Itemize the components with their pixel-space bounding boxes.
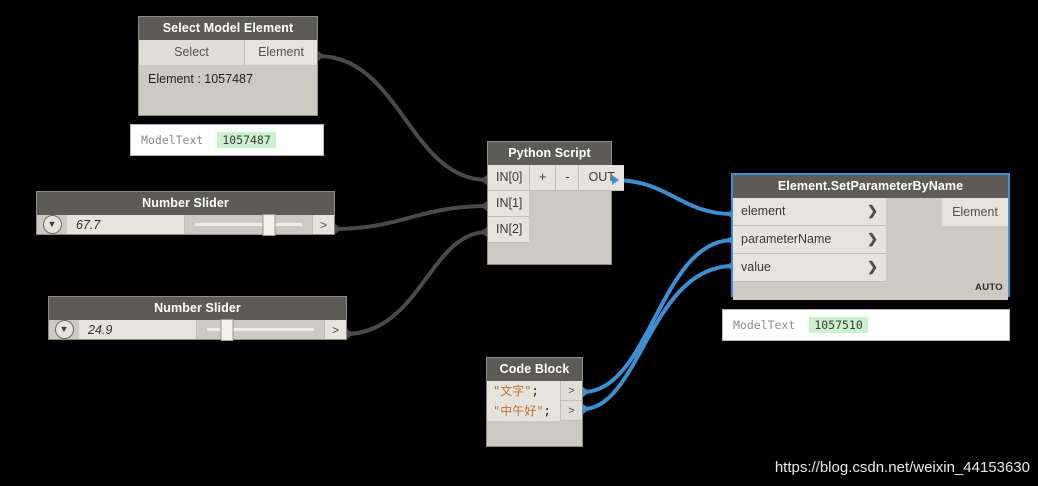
code-string-literal: "文字" — [493, 384, 532, 398]
node-number-slider-bottom[interactable]: Number Slider ▼ 24.9 > — [48, 296, 347, 341]
port-marker-parametername-in — [726, 235, 733, 245]
code-block-line-1[interactable]: "文字"; — [487, 381, 560, 401]
port-marker-in1 — [480, 201, 487, 211]
slider-output-port[interactable]: > — [312, 215, 334, 234]
node-body-fill — [529, 191, 611, 217]
code-block-line-2[interactable]: "中午好"; — [487, 401, 560, 421]
chevron-down-icon: ▼ — [42, 215, 62, 234]
slider-track-line — [195, 223, 302, 226]
node-title: Python Script — [488, 142, 611, 165]
port-marker-codeblock-out-1 — [583, 387, 590, 397]
preview-bubble-set-parameter: ModelText 1057510 — [722, 309, 1010, 341]
node-body-fill — [733, 282, 1008, 300]
code-punctuation: ; — [543, 403, 551, 418]
slider-value-input[interactable]: 67.7 — [67, 215, 185, 234]
remove-input-button[interactable]: - — [555, 165, 579, 191]
slider-thumb[interactable] — [262, 213, 276, 236]
node-body-fill — [886, 254, 1008, 282]
chevron-right-icon: ❯ — [867, 203, 878, 218]
slider-thumb[interactable] — [220, 318, 234, 341]
input-port-element[interactable]: element ❯ — [733, 198, 886, 226]
node-body-fill — [529, 217, 611, 243]
code-block-output-port-1[interactable]: > — [560, 381, 582, 401]
node-body-fill — [487, 421, 582, 446]
node-title: Select Model Element — [139, 17, 317, 40]
port-marker-slider-top-out — [335, 224, 342, 234]
input-port-value[interactable]: value ❯ — [733, 254, 886, 282]
slider-output-port[interactable]: > — [324, 320, 346, 339]
wire-codeblock-line2-to-value — [582, 264, 734, 411]
select-button[interactable]: Select — [139, 40, 245, 65]
node-element-set-parameter-by-name[interactable]: Element.SetParameterByName element ❯ Ele… — [731, 173, 1010, 300]
preview-bubble-select-model-element: ModelText 1057487 — [130, 124, 324, 156]
wire-element-to-in0 — [317, 54, 488, 182]
port-marker-codeblock-out-2 — [583, 404, 590, 414]
chevron-right-icon: ❯ — [867, 231, 878, 246]
slider-track[interactable] — [185, 213, 312, 236]
slider-value-input[interactable]: 24.9 — [79, 320, 197, 339]
input-port-parametername[interactable]: parameterName ❯ — [733, 226, 886, 254]
watermark-url: https://blog.csdn.net/weixin_44153630 — [774, 459, 1030, 476]
node-title: Code Block — [487, 358, 582, 381]
preview-value: 1057487 — [217, 132, 276, 148]
node-title: Number Slider — [37, 192, 334, 215]
node-body-fill — [886, 226, 1008, 254]
input-port-label: element — [741, 204, 786, 218]
preview-label: ModelText — [141, 133, 204, 147]
wire-slider-top-to-in1 — [334, 204, 488, 231]
port-marker-out — [612, 175, 619, 185]
node-body-fill — [886, 198, 942, 226]
port-marker-value-in — [726, 261, 733, 271]
port-marker-element-out — [318, 51, 325, 61]
node-code-block[interactable]: Code Block "文字"; > "中午好"; > — [486, 357, 583, 447]
preview-value: 1057510 — [809, 317, 868, 333]
node-body-text: Element : 1057487 — [148, 72, 253, 86]
node-title: Number Slider — [49, 297, 346, 320]
input-port-label: value — [741, 260, 771, 274]
input-port-in1[interactable]: IN[1] — [488, 191, 529, 217]
port-marker-slider-bottom-out — [347, 329, 354, 339]
node-python-script[interactable]: Python Script IN[0] + - OUT IN[1] IN[2] — [487, 141, 624, 265]
preview-label: ModelText — [733, 318, 796, 332]
code-string-literal: "中午好" — [493, 404, 544, 418]
input-port-in2[interactable]: IN[2] — [488, 217, 529, 243]
slider-track[interactable] — [197, 318, 324, 341]
node-title: Element.SetParameterByName — [733, 175, 1008, 198]
run-mode-badge: AUTO — [975, 282, 1003, 293]
wire-slider-bottom-to-in2 — [344, 230, 488, 336]
node-body-fill — [139, 93, 317, 115]
node-select-model-element[interactable]: Select Model Element Select Element Elem… — [138, 16, 318, 116]
code-punctuation: ; — [531, 383, 539, 398]
input-port-in0[interactable]: IN[0] — [488, 165, 529, 191]
node-number-slider-top[interactable]: Number Slider ▼ 67.7 > — [36, 191, 335, 236]
wire-out-to-element — [612, 178, 734, 216]
output-port-element[interactable]: Element — [942, 198, 1008, 226]
input-port-label: parameterName — [741, 232, 832, 246]
chevron-down-icon: ▼ — [54, 320, 74, 339]
port-marker-in0 — [480, 175, 487, 185]
port-marker-in2 — [480, 227, 487, 237]
port-marker-element-in — [726, 209, 733, 219]
slider-expander-button[interactable]: ▼ — [49, 320, 79, 339]
slider-track-line — [207, 328, 314, 331]
slider-expander-button[interactable]: ▼ — [37, 215, 67, 234]
output-port-element[interactable]: Element — [245, 40, 317, 65]
chevron-right-icon: ❯ — [867, 259, 878, 274]
code-block-output-port-2[interactable]: > — [560, 401, 582, 421]
add-input-button[interactable]: + — [529, 165, 556, 191]
